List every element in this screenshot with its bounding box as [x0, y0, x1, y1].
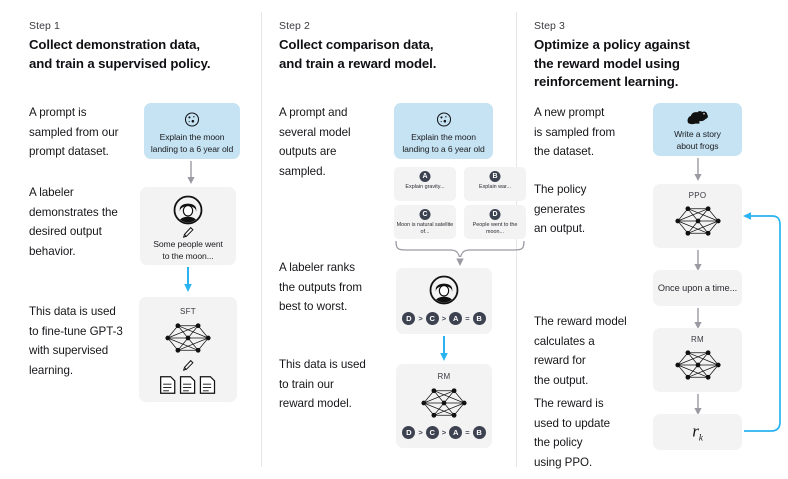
moon-icon — [435, 111, 452, 128]
step-1-label: Step 1 — [29, 20, 60, 32]
step-2-output-c[interactable]: C Moon is natural satellite of... — [394, 205, 456, 239]
rank-op: > — [418, 428, 423, 437]
rank-op: > — [441, 314, 447, 323]
step-2-output-c-text: Moon is natural satellite of... — [396, 222, 454, 235]
step-3-ppo-caption: PPO — [688, 191, 707, 200]
rank-item: D — [402, 312, 416, 325]
step-3-title-line2: the reward model using — [534, 55, 680, 71]
step-3-paragraph-1: A new prompt is sampled from the dataset… — [534, 106, 616, 158]
step-2-prompt-box[interactable]: Explain the moon landing to a 6 year old — [394, 103, 493, 159]
moon-icon — [184, 111, 201, 128]
step-1-title-line1: Collect demonstration data, — [29, 37, 200, 52]
neural-network-icon — [418, 383, 470, 423]
step-3-feedback-loop-arrow — [740, 208, 786, 436]
step-3-column: Step 3 Optimize a policy against the rew… — [516, 0, 788, 479]
step-3-paragraph-4: The reward is used to update the policy … — [534, 397, 611, 469]
neural-network-icon — [672, 201, 724, 241]
step-3-output-box[interactable]: Once upon a time... — [653, 270, 742, 306]
step-1-paragraph-3: This data is used to fine-tune GPT-3 wit… — [29, 305, 123, 377]
step-1-column: Step 1 Collect demonstration data, and t… — [0, 0, 261, 479]
step-1-title-line2: and train a supervised policy. — [29, 55, 211, 71]
step-3-rm-caption: RM — [690, 335, 705, 344]
step-2-reward-model-box[interactable]: RM D > C > A = — [396, 364, 492, 448]
step-1-arrow-2 — [183, 267, 193, 293]
step-2-output-d-text: People went to the moon... — [472, 222, 518, 235]
step-3-title-line1: Optimize a policy against — [534, 37, 690, 52]
step-3-title-line3: reinforcement learning. — [534, 74, 679, 89]
rank-item: C — [425, 312, 439, 325]
step-2-output-b-text: Explain war... — [478, 184, 512, 190]
step-2-output-a[interactable]: A Explain gravity... — [394, 167, 456, 201]
step-3-paragraph-3: The reward model calculates a reward for… — [534, 315, 627, 387]
step-2-arrow-2 — [439, 336, 449, 362]
step-1-arrow-1 — [186, 161, 196, 185]
step-3-prompt-box[interactable]: Write a story about frogs — [653, 103, 742, 156]
step-2-rm-caption: RM — [437, 372, 451, 381]
step-2-brace-arrow — [392, 240, 528, 269]
step-2-title: Collect comparison data, and train a rew… — [279, 36, 509, 73]
step-1-paragraph-1: A prompt is sampled from our prompt data… — [29, 106, 119, 158]
step-3-paragraph-2: The policy generates an output. — [534, 183, 587, 235]
neural-network-icon — [162, 318, 214, 358]
frog-icon — [686, 110, 710, 126]
step-2-output-d-badge: D — [489, 209, 501, 220]
step-3-title: Optimize a policy against the reward mod… — [534, 36, 779, 92]
step-3-arrow-3 — [693, 308, 703, 330]
step-3-reward-box[interactable]: rk — [653, 414, 742, 450]
documents-icon — [159, 375, 217, 395]
step-3-reward-model-box[interactable]: RM — [653, 328, 742, 392]
step-3-arrow-4 — [693, 394, 703, 416]
rank-op: > — [418, 314, 423, 323]
step-1-prompt-box[interactable]: Explain the moon landing to a 6 year old — [144, 103, 240, 159]
rank-op: = — [465, 428, 470, 437]
rank-op: = — [465, 314, 470, 323]
pencil-icon — [182, 359, 195, 372]
step-2-output-a-badge: A — [419, 171, 431, 182]
step-2-paragraph-2: A labeler ranks the outputs from best to… — [279, 261, 362, 313]
step-3-prompt-text: Write a story about frogs — [674, 129, 721, 151]
step-1-labeler-text: Some people went to the moon... — [153, 239, 223, 261]
step-2-output-c-badge: C — [419, 209, 431, 220]
step-2-rm-ranking: D > C > A = B — [396, 426, 492, 439]
step-2-column: Step 2 Collect comparison data, and trai… — [261, 0, 526, 479]
labeler-avatar-icon — [429, 275, 459, 305]
step-3-reward-value: rk — [692, 421, 703, 443]
rank-item: B — [472, 426, 486, 439]
step-2-output-b-badge: B — [489, 171, 501, 182]
step-2-output-b[interactable]: B Explain war... — [464, 167, 526, 201]
rank-item: C — [425, 426, 439, 439]
rank-item: D — [402, 426, 416, 439]
step-2-paragraph-3: This data is used to train our reward mo… — [279, 358, 366, 410]
pencil-icon — [182, 226, 195, 239]
step-1-sft-box[interactable]: SFT — [139, 297, 237, 402]
step-3-policy-box[interactable]: PPO — [653, 184, 742, 248]
step-1-sft-caption: SFT — [179, 307, 196, 316]
column-divider-1 — [261, 12, 262, 467]
column-divider-2 — [516, 12, 517, 467]
step-2-labeler-box[interactable]: D > C > A = B — [396, 268, 492, 334]
step-3-output-text: Once upon a time... — [657, 283, 738, 293]
step-2-output-a-text: Explain gravity... — [405, 184, 445, 190]
step-1-labeler-box[interactable]: Some people went to the moon... — [140, 187, 236, 265]
rank-op: > — [441, 428, 447, 437]
step-2-title-line1: Collect comparison data, — [279, 37, 434, 52]
step-2-labeler-ranking: D > C > A = B — [396, 312, 492, 325]
step-1-prompt-text: Explain the moon landing to a 6 year old — [150, 132, 234, 154]
rank-item: A — [449, 312, 463, 325]
step-3-arrow-2 — [693, 250, 703, 272]
step-2-output-d[interactable]: D People went to the moon... — [464, 205, 526, 239]
step-2-title-line2: and train a reward model. — [279, 55, 437, 71]
step-3-arrow-1 — [693, 158, 703, 182]
step-2-paragraph-1: A prompt and several model outputs are s… — [279, 106, 351, 178]
rank-item: B — [472, 312, 486, 325]
rank-item: A — [449, 426, 463, 439]
neural-network-icon — [672, 345, 724, 385]
step-3-label: Step 3 — [534, 20, 565, 32]
step-1-paragraph-2: A labeler demonstrates the desired outpu… — [29, 186, 118, 258]
step-2-label: Step 2 — [279, 20, 310, 32]
labeler-avatar-icon — [173, 195, 203, 225]
step-2-prompt-text: Explain the moon landing to a 6 year old — [402, 132, 485, 154]
step-1-title: Collect demonstration data, and train a … — [29, 36, 259, 73]
